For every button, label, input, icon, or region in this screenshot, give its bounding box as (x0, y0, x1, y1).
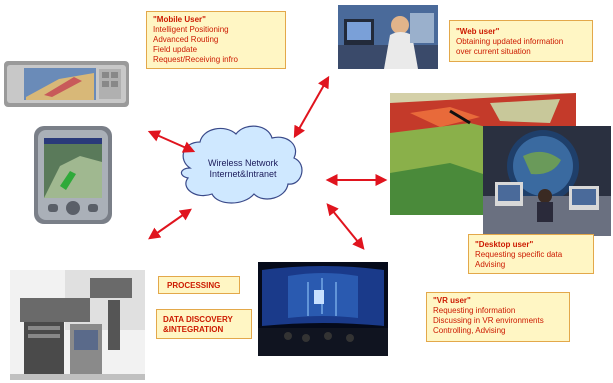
desktop-user-title: "Desktop user" (475, 240, 534, 249)
mobile-user-line: Request/Receiving infro (153, 55, 238, 64)
mobile-user-line: Advanced Routing (153, 35, 219, 44)
arrow-vr-user (326, 203, 365, 250)
web-user-line: over current situation (456, 47, 531, 56)
web-user-photo (338, 5, 438, 69)
vr-user-photo (258, 262, 388, 356)
pda-device-image (30, 126, 116, 224)
desktop-user-line: Advising (475, 260, 506, 269)
vr-user-line: Controlling, Advising (433, 326, 506, 335)
mobile-user-label: "Mobile User" Intelligent Positioning Ad… (146, 11, 286, 69)
arrow-web-user (293, 75, 330, 139)
web-user-title: "Web user" (456, 27, 500, 36)
data-discovery-label: DATA DISCOVERY &INTEGRATION (156, 309, 252, 339)
wireless-network-label: Wireless Network Internet&Intranet (182, 158, 304, 180)
web-user-label: "Web user" Obtaining updated information… (449, 20, 593, 62)
wireless-network-cloud (180, 125, 303, 204)
desktop-user-label: "Desktop user" Requesting specific data … (468, 234, 594, 274)
processing-label: PROCESSING (158, 276, 240, 294)
car-navigation-device-image (4, 57, 129, 111)
web-user-line: Obtaining updated information (456, 37, 564, 46)
desktop-user-line: Requesting specific data (475, 250, 563, 259)
mobile-user-line: Field update (153, 45, 198, 54)
arrow-processing (148, 208, 192, 240)
mobile-user-title: "Mobile User" (153, 15, 206, 24)
processing-text: PROCESSING (167, 281, 221, 290)
vr-user-line: Discussing in VR environments (433, 316, 544, 325)
data-discovery-line2: &INTEGRATION (163, 325, 224, 334)
data-discovery-line1: DATA DISCOVERY (163, 315, 233, 324)
vr-user-title: "VR user" (433, 296, 471, 305)
processing-servers-image (10, 270, 145, 380)
desktop-user-photo (483, 126, 611, 236)
arrow-mobile-pda (147, 130, 196, 153)
wireless-network-line1: Wireless Network (207, 158, 278, 168)
vr-user-line: Requesting information (433, 306, 516, 315)
vr-user-label: "VR user" Requesting information Discuss… (426, 292, 570, 342)
wireless-network-line2: Internet&Intranet (209, 169, 277, 179)
mobile-user-line: Intelligent Positioning (153, 25, 229, 34)
